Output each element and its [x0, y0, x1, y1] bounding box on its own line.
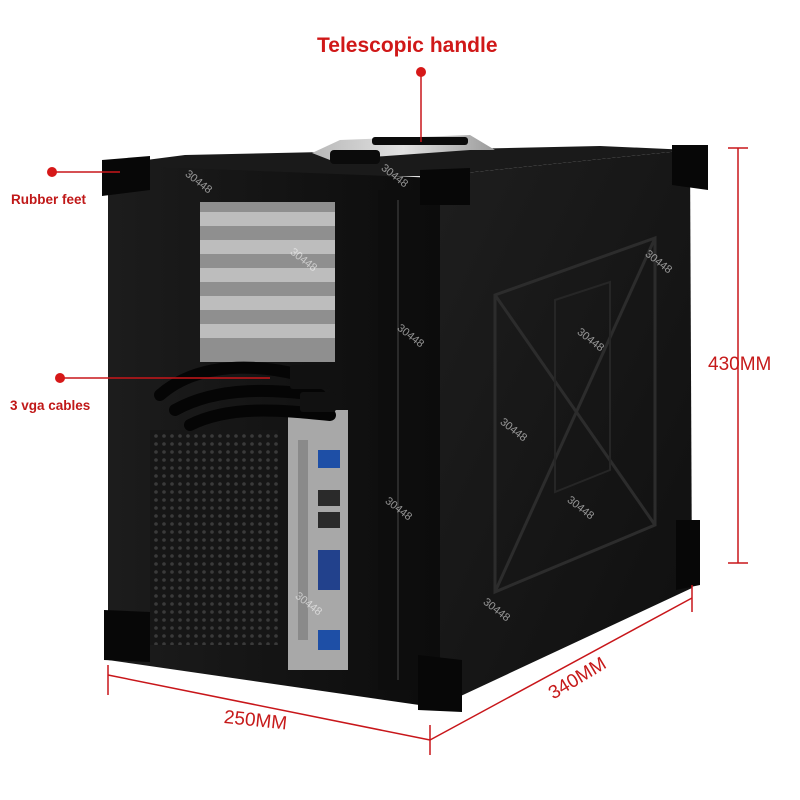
height-dimension-label: 430MM	[708, 354, 772, 375]
handle-callout-dot	[416, 67, 426, 77]
vga-cables-label: 3 vga cables	[10, 398, 91, 413]
callout-leaders	[47, 67, 426, 383]
vga-connectors	[290, 365, 336, 412]
chassis-side-panel	[435, 150, 692, 708]
vga-callout-dot	[55, 373, 65, 383]
dimension-lines	[107, 147, 748, 755]
telescopic-handle	[312, 135, 495, 164]
expansion-slots	[200, 202, 335, 362]
feet-callout-dot	[47, 167, 57, 177]
io-shield	[288, 410, 348, 670]
rubber-feet-label: Rubber feet	[11, 192, 87, 207]
rubber-feet	[102, 145, 708, 712]
psu-vent-mesh	[150, 430, 278, 645]
side-panel-x-emboss	[493, 235, 657, 595]
chassis-top	[108, 146, 690, 178]
telescopic-handle-label: Telescopic handle	[317, 34, 498, 57]
